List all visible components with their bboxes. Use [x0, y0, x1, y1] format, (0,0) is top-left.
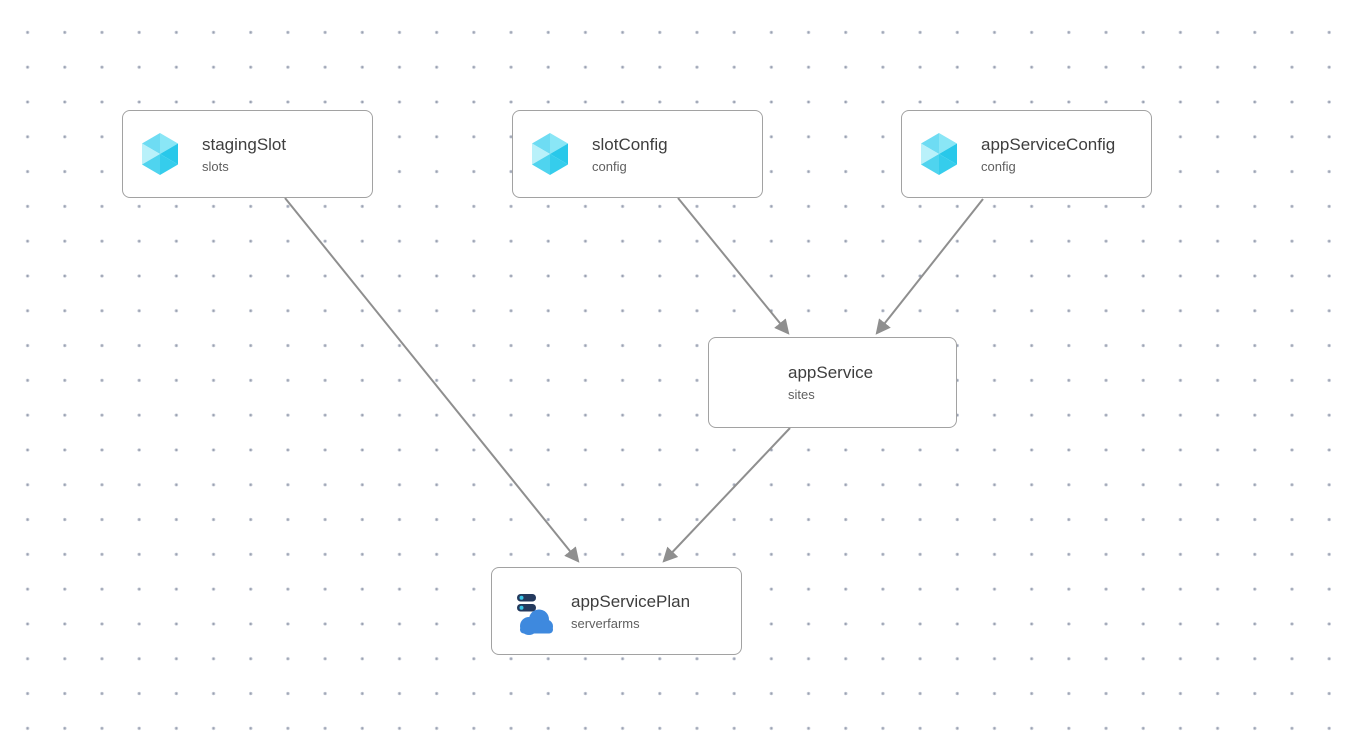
- node-subtitle: slots: [202, 158, 229, 174]
- node-title: appServiceConfig: [981, 134, 1116, 154]
- node-labels: appServiceConfig config: [981, 134, 1115, 175]
- node-labels: stagingSlot slots: [202, 134, 286, 175]
- node-title: slotConfig: [592, 134, 668, 154]
- node-title: appService: [788, 363, 874, 382]
- edge-appService-to-appServicePlan: [662, 427, 791, 563]
- node-labels: slotConfig config: [592, 134, 668, 175]
- node-subtitle: sites: [788, 387, 815, 402]
- edge-slotConfig-to-appService: [677, 197, 790, 335]
- app-service-plan-icon: [505, 587, 553, 635]
- node-labels: appServicePlan serverfarms: [571, 591, 690, 632]
- function-app-icon: [722, 359, 770, 407]
- bicep-module-icon: [136, 130, 184, 178]
- node-title: appServicePlan: [571, 591, 691, 611]
- node-subtitle: serverfarms: [571, 615, 640, 631]
- node-slotConfig[interactable]: slotConfig config: [512, 110, 763, 198]
- bicep-module-icon: [915, 130, 963, 178]
- node-title: stagingSlot: [202, 134, 287, 154]
- node-appServiceConfig[interactable]: appServiceConfig config: [901, 110, 1152, 198]
- node-subtitle: config: [981, 158, 1016, 174]
- edge-appServiceConfig-to-appService: [875, 198, 984, 335]
- node-appServicePlan[interactable]: appServicePlan serverfarms: [491, 567, 742, 655]
- node-stagingSlot[interactable]: stagingSlot slots: [122, 110, 373, 198]
- edge-stagingSlot-to-appServicePlan: [284, 197, 580, 563]
- bicep-module-icon: [526, 130, 574, 178]
- node-subtitle: config: [592, 158, 627, 174]
- node-labels: appService sites: [788, 362, 873, 403]
- node-appService[interactable]: appService sites: [708, 337, 957, 428]
